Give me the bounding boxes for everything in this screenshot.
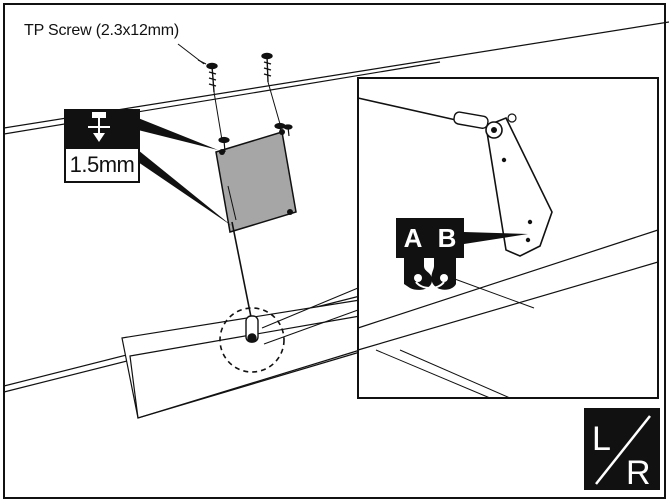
hole-position-icon	[404, 258, 456, 290]
left-right-icon: L R	[592, 415, 651, 492]
left-right-badge: L R	[584, 408, 660, 492]
zoom-leader-lines	[261, 287, 359, 345]
screw-depth-badge: 1.5mm	[64, 109, 140, 185]
tp-screw-inserted-3	[283, 124, 293, 137]
hole-a-label: A	[403, 222, 423, 253]
screw-callout-label: TP Screw (2.3x12mm)	[24, 22, 180, 39]
depth-icon-panel	[64, 109, 140, 147]
tp-screw-right	[261, 52, 273, 83]
screw-label-leader	[177, 43, 205, 65]
detail-highlight-circle	[219, 307, 285, 373]
hole-letters-panel: A B	[396, 218, 464, 258]
control-surface	[121, 299, 361, 419]
diagram-border	[3, 3, 666, 499]
screw-depth-value: 1.5mm	[64, 147, 140, 183]
tp-screw-left	[206, 62, 218, 93]
right-side-letter: R	[626, 454, 651, 490]
pushrod	[231, 221, 253, 323]
control-horn-clevis	[245, 315, 259, 343]
servo-arm-hole-badge: A B	[396, 218, 464, 294]
left-side-letter: L	[592, 420, 611, 458]
depth-leader-lines	[138, 118, 232, 226]
hole-b-label: B	[437, 222, 457, 253]
servo	[215, 129, 297, 233]
servo-arm	[485, 116, 553, 257]
depth-arrow-icon	[88, 112, 110, 142]
